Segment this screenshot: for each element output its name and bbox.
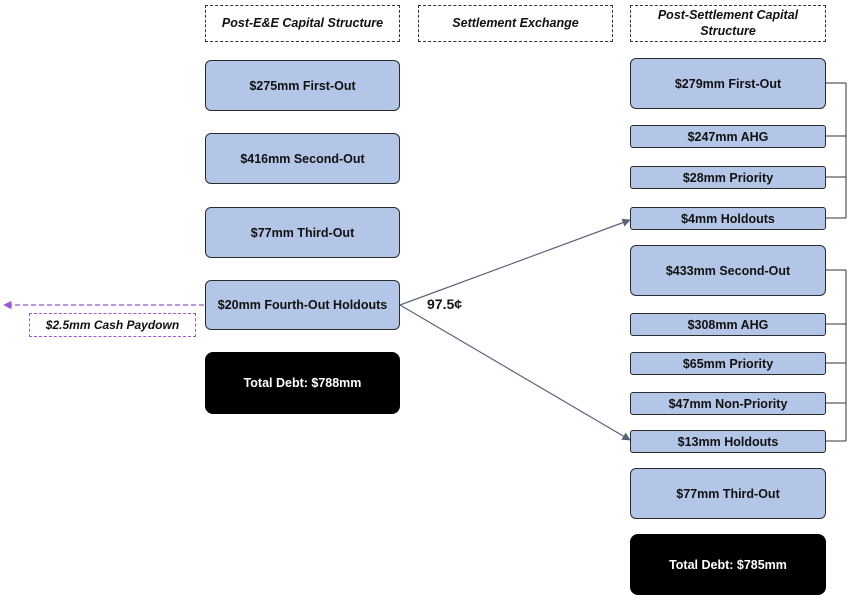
second-out-priority: $65mm Priority xyxy=(630,352,826,375)
second-out-holdouts: $13mm Holdouts xyxy=(630,430,826,453)
tranche-first-out-left: $275mm First-Out xyxy=(205,60,400,111)
second-out-bracket xyxy=(826,269,847,442)
header-settlement-exchange: Settlement Exchange xyxy=(418,5,613,42)
exchange-price-label: 97.5¢ xyxy=(427,296,463,312)
tranche-third-out-right: $77mm Third-Out xyxy=(630,468,826,519)
second-out-non-priority: $47mm Non-Priority xyxy=(630,392,826,415)
tranche-fourth-out-holdouts-left: $20mm Fourth-Out Holdouts xyxy=(205,280,400,330)
exchange-arrow-second-out-holdouts xyxy=(399,304,631,441)
tranche-third-out-left: $77mm Third-Out xyxy=(205,207,400,258)
header-post-settlement-capital-structure: Post-Settlement Capital Structure xyxy=(630,5,826,42)
total-debt-right: Total Debt: $785mm xyxy=(630,534,826,595)
second-out-ahg: $308mm AHG xyxy=(630,313,826,336)
cash-paydown-label: $2.5mm Cash Paydown xyxy=(29,313,196,337)
tranche-first-out-right: $279mm First-Out xyxy=(630,58,826,109)
first-out-bracket xyxy=(826,82,847,219)
total-debt-left: Total Debt: $788mm xyxy=(205,352,400,414)
first-out-priority: $28mm Priority xyxy=(630,166,826,189)
exchange-arrow-first-out-holdouts xyxy=(399,218,631,306)
tranche-second-out-left: $416mm Second-Out xyxy=(205,133,400,184)
first-out-ahg: $247mm AHG xyxy=(630,125,826,148)
header-post-ee-capital-structure: Post-E&E Capital Structure xyxy=(205,5,400,42)
tranche-second-out-right: $433mm Second-Out xyxy=(630,245,826,296)
first-out-holdouts: $4mm Holdouts xyxy=(630,207,826,230)
